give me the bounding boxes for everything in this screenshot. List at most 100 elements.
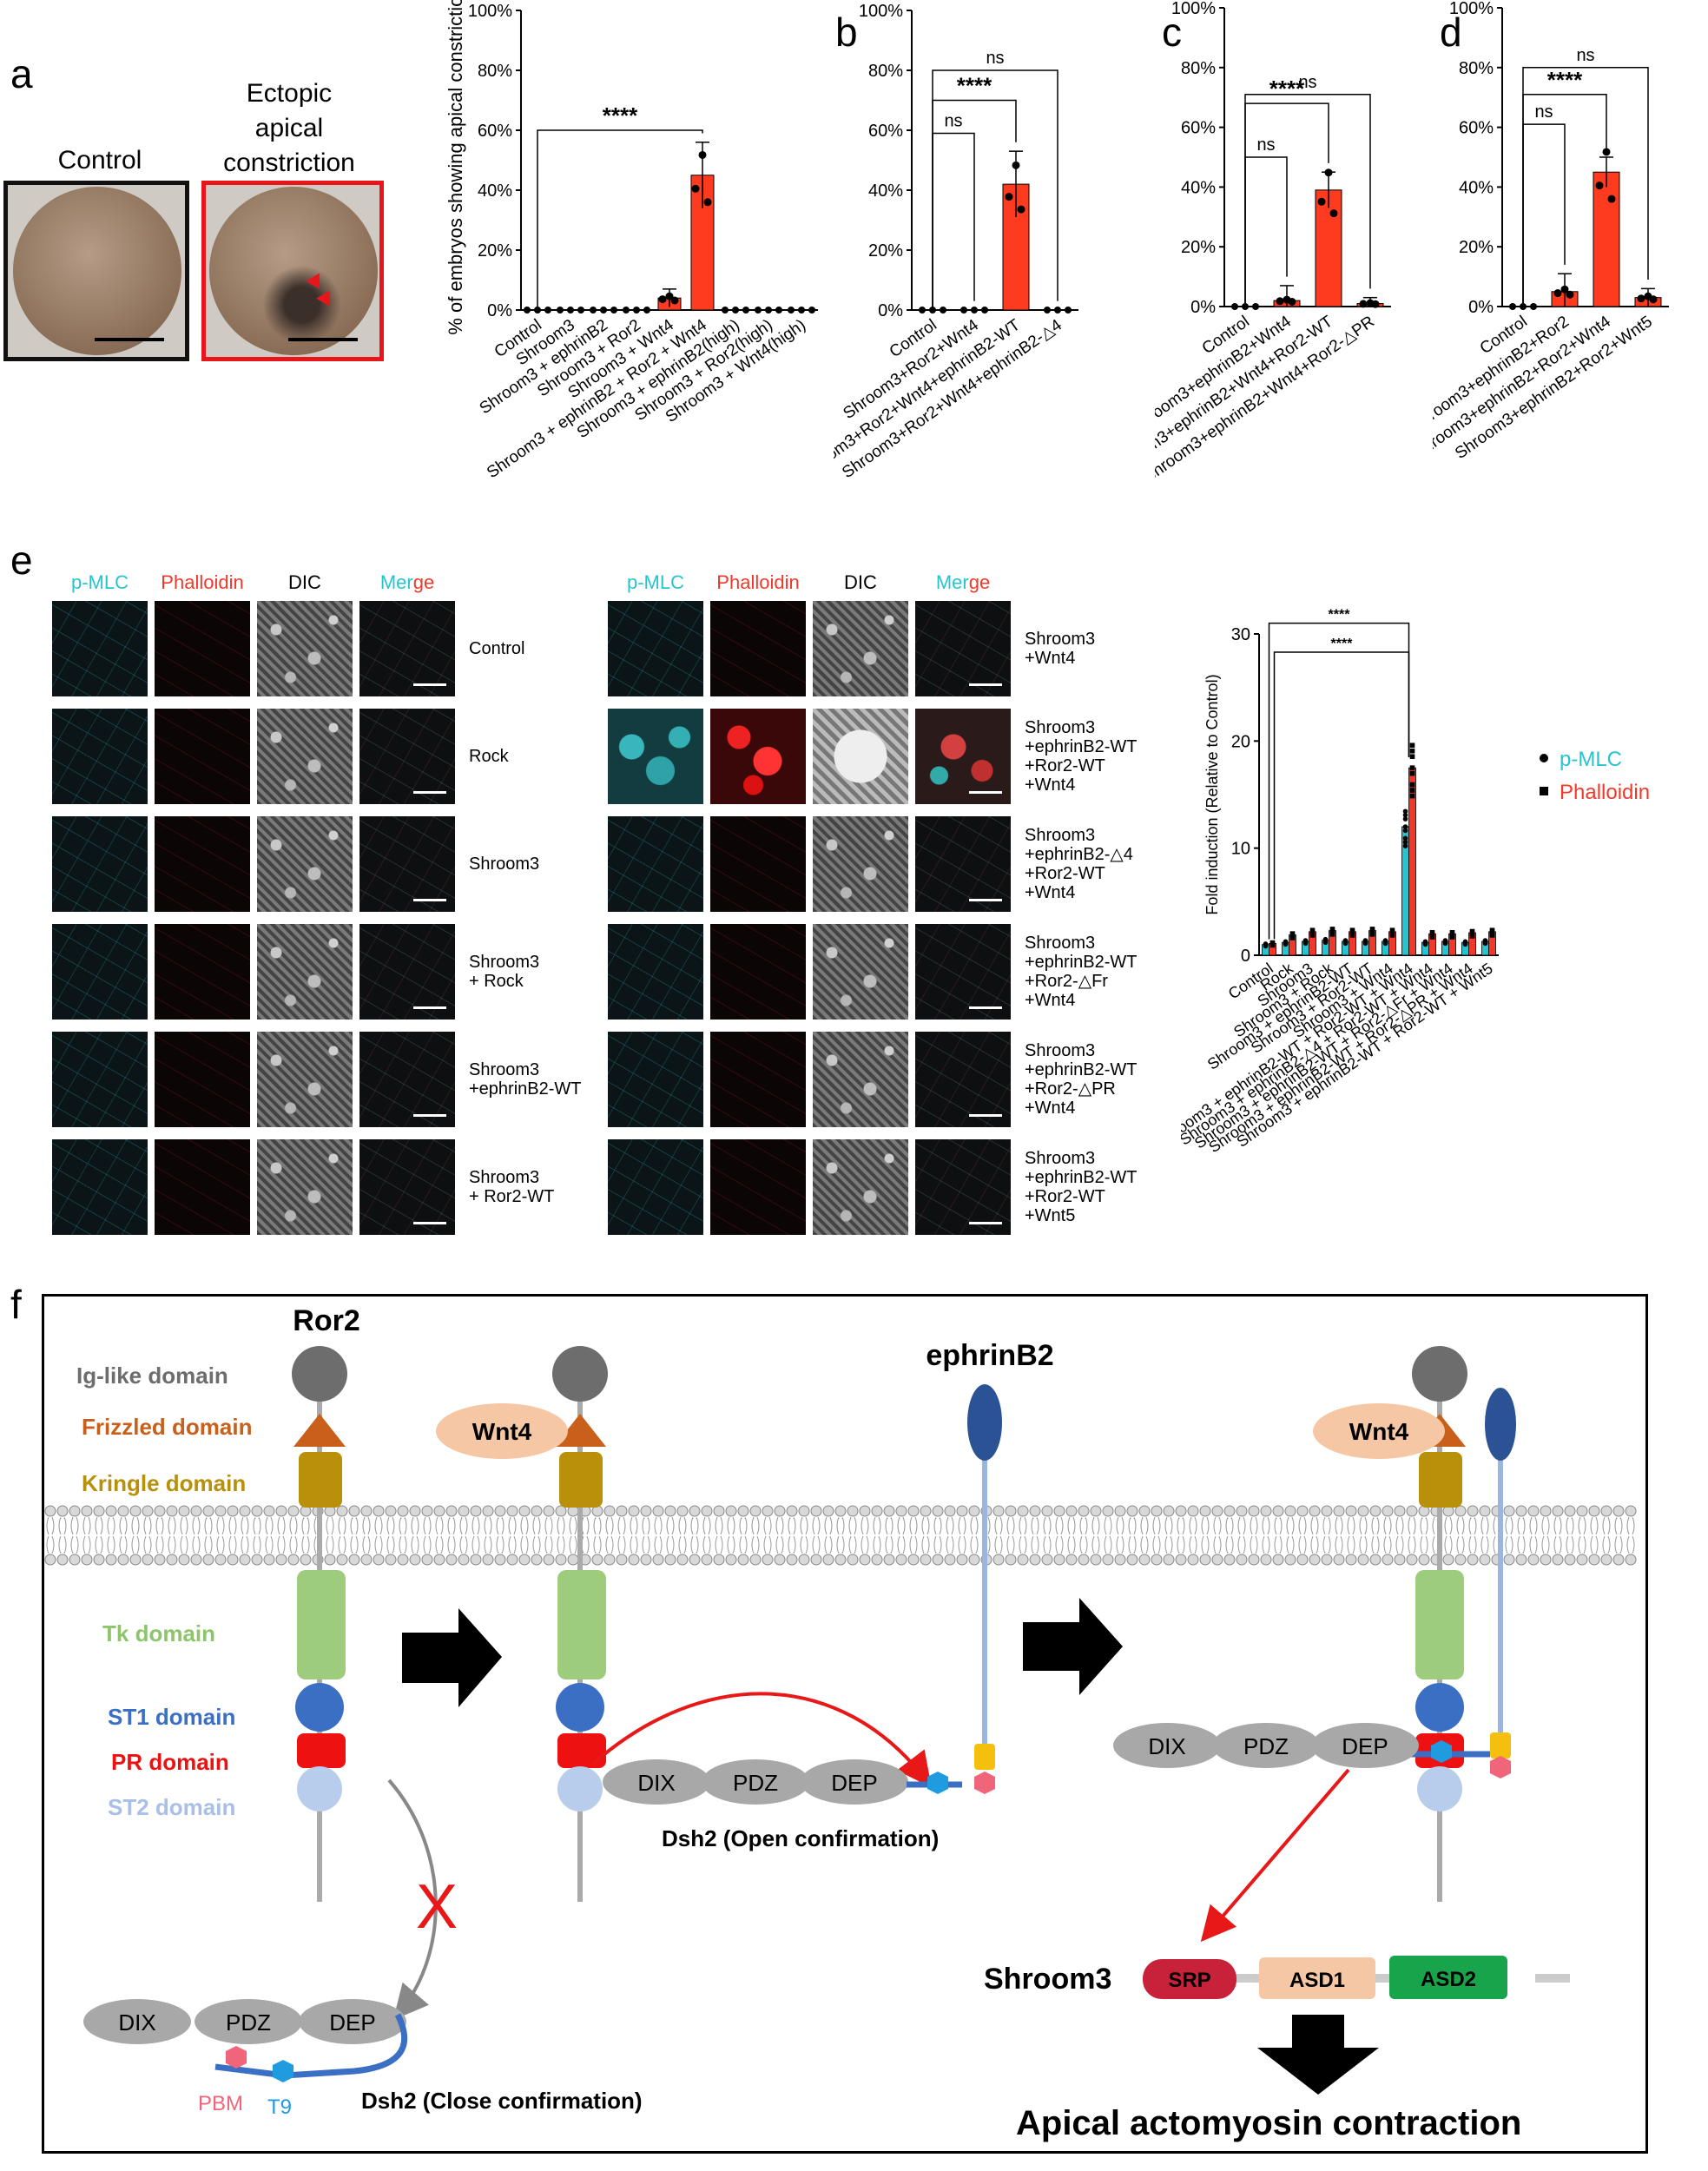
data-point xyxy=(1322,940,1329,945)
lipid-head xyxy=(907,1505,920,1517)
transition-arrow-1 xyxy=(402,1608,502,1707)
lipid-head xyxy=(360,1554,373,1566)
lipid-tail xyxy=(1553,1516,1562,1535)
lipid-tail xyxy=(1420,1516,1428,1535)
merge-part-1: Mer xyxy=(379,571,413,593)
lipid-head xyxy=(117,1505,129,1517)
lipid-head xyxy=(555,1505,567,1517)
lipid-head xyxy=(1053,1505,1065,1517)
row-label: Shroom3 xyxy=(469,855,540,874)
lipid-tail xyxy=(277,1535,286,1554)
y-tick-label: 80% xyxy=(1181,59,1216,78)
lipid-tail xyxy=(763,1535,772,1554)
transition-arrow-2 xyxy=(1023,1598,1123,1695)
lipid-tail xyxy=(800,1516,808,1535)
dsh-complex-dix-lbl: DIX xyxy=(1148,1733,1185,1759)
lipid-head xyxy=(1005,1554,1017,1566)
lipid-head xyxy=(689,1554,701,1566)
micrograph-tile xyxy=(608,1032,703,1127)
data-point xyxy=(1054,307,1061,313)
lipid-head xyxy=(932,1554,944,1566)
lipid-tail xyxy=(216,1535,225,1554)
lipid-head xyxy=(1053,1554,1065,1566)
lipid-tail xyxy=(1079,1535,1088,1554)
lipid-head xyxy=(470,1554,482,1566)
data-point xyxy=(643,307,650,313)
y-tick-label: 20% xyxy=(868,241,903,261)
data-point xyxy=(1012,161,1020,169)
lipid-tail xyxy=(46,1516,55,1535)
data-point xyxy=(960,307,967,313)
lipid-tail xyxy=(605,1535,614,1554)
lipid-tail xyxy=(362,1516,371,1535)
ror2c-ig xyxy=(1412,1346,1467,1402)
control-embryo-photo xyxy=(3,181,189,361)
ror2-title: Ror2 xyxy=(293,1304,359,1337)
lipid-tail xyxy=(508,1516,517,1535)
lipid-head xyxy=(1467,1554,1479,1566)
lipid-tail xyxy=(946,1535,954,1554)
micrograph-tile xyxy=(257,816,353,912)
lipid-tail xyxy=(630,1535,638,1554)
data-point xyxy=(1359,300,1368,308)
lipid-tail xyxy=(1189,1516,1197,1535)
lipid-head xyxy=(567,1554,579,1566)
ror2c-tk xyxy=(1415,1570,1464,1679)
lipid-head xyxy=(1090,1554,1102,1566)
lipid-head xyxy=(543,1505,555,1517)
dsh-complex-pdz-lbl: PDZ xyxy=(1243,1733,1289,1759)
data-point xyxy=(1324,168,1333,177)
lipid-tail xyxy=(1480,1516,1489,1535)
lipid-tail xyxy=(1578,1516,1586,1535)
lipid-tail xyxy=(593,1535,602,1554)
micrograph-tile xyxy=(710,1032,806,1127)
chart-b: 0%20%40%60%80%100%ControlShroom3+Ror2+Wn… xyxy=(834,2,1078,485)
data-point xyxy=(623,307,630,313)
lipid-head xyxy=(603,1554,616,1566)
data-point xyxy=(665,292,674,300)
lipid-tail xyxy=(958,1535,966,1554)
lipid-tail xyxy=(1262,1535,1270,1554)
merge-part-2: ge xyxy=(412,571,435,593)
lipid-head xyxy=(628,1554,640,1566)
lipid-head xyxy=(1223,1505,1236,1517)
data-point xyxy=(742,307,749,313)
lipid-head xyxy=(421,1554,433,1566)
lipid-head xyxy=(847,1505,859,1517)
lipid-head xyxy=(506,1505,518,1517)
dsh-open-dep-lbl: DEP xyxy=(831,1770,877,1796)
lipid-head xyxy=(1527,1505,1540,1517)
lipid-head xyxy=(433,1505,445,1517)
lipid-head xyxy=(859,1554,871,1566)
dsh-open-t9 xyxy=(927,1772,948,1794)
micrograph-tile xyxy=(915,816,1011,912)
lipid-head xyxy=(1065,1554,1078,1566)
data-point xyxy=(1409,754,1415,760)
lipid-tail xyxy=(204,1535,213,1554)
lipid-head xyxy=(1527,1554,1540,1566)
lipid-head xyxy=(263,1505,275,1517)
lipid-tail xyxy=(1468,1516,1477,1535)
lipid-tail xyxy=(168,1516,176,1535)
lipid-head xyxy=(227,1505,239,1517)
data-point xyxy=(698,150,707,159)
y-tick-label: 40% xyxy=(1181,178,1216,197)
micrograph-tile xyxy=(359,709,455,804)
lipid-tail xyxy=(1104,1516,1112,1535)
ephrinb2-title: ephrinB2 xyxy=(926,1339,1053,1372)
lipid-head xyxy=(944,1505,956,1517)
lipid-tail xyxy=(447,1535,456,1554)
lipid-head xyxy=(1041,1554,1053,1566)
column-header-merge: Merge xyxy=(359,571,455,594)
significance-label: **** xyxy=(1329,608,1351,623)
lipid-tail xyxy=(1019,1535,1027,1554)
lipid-tail xyxy=(155,1535,164,1554)
lipid-tail xyxy=(1420,1535,1428,1554)
lipid-tail xyxy=(617,1516,626,1535)
lipid-tail xyxy=(958,1516,966,1535)
lipid-tail xyxy=(1614,1535,1623,1554)
micrograph-tile xyxy=(813,709,908,804)
lipid-head xyxy=(616,1554,628,1566)
ectopic-label-line1: Ectopic xyxy=(246,79,333,108)
lipid-head xyxy=(44,1505,56,1517)
